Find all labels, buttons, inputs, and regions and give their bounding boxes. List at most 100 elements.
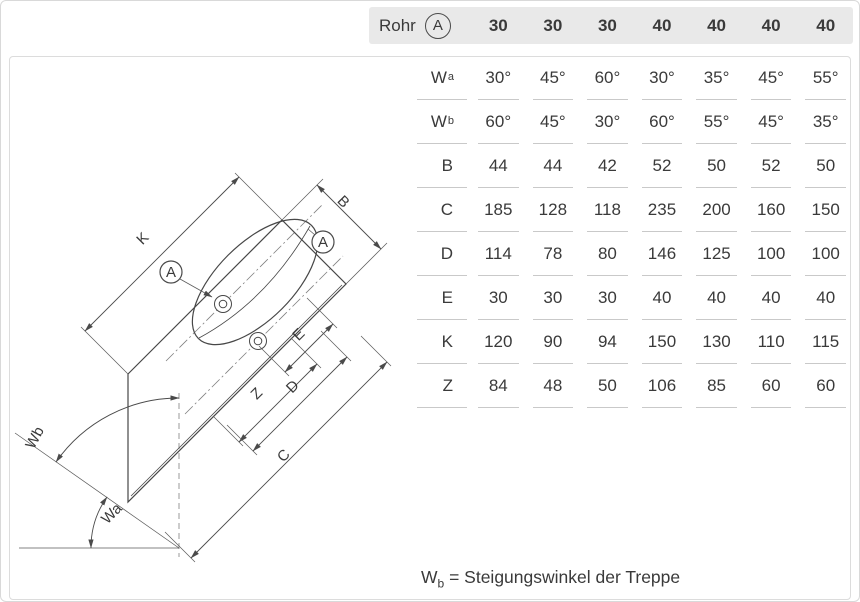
table-cell: 60° <box>587 56 628 100</box>
table-cell: 78 <box>532 232 574 276</box>
table-cell: 30° <box>478 56 519 100</box>
callout-leader <box>307 228 316 236</box>
row-label-c: C <box>417 188 467 232</box>
table-cell: 40 <box>641 276 683 320</box>
header-value: 40 <box>816 15 836 35</box>
dimension-line-B <box>316 184 382 250</box>
tube-callout-circle <box>159 260 183 284</box>
centerline-lower <box>184 255 344 415</box>
dim-label-e: E <box>289 325 308 344</box>
table-cell: 35° <box>805 100 846 144</box>
extension-line <box>80 326 129 375</box>
table-cell: 115 <box>805 320 846 364</box>
tube-symbol-letter: A <box>432 17 443 34</box>
extension-line <box>290 337 322 369</box>
extension-line <box>226 424 258 456</box>
table-cell: 30 <box>587 276 628 320</box>
table-header: Rohr A 30 30 30 40 40 40 40 <box>369 7 853 44</box>
table-cell: 200 <box>696 188 737 232</box>
table-cell: 60 <box>750 364 792 408</box>
tube-callout-circle <box>311 230 335 254</box>
header-value: 30 <box>597 15 617 35</box>
table-cell: 50 <box>587 364 628 408</box>
table-cell: 150 <box>641 320 683 364</box>
dim-label-c: C <box>274 446 294 466</box>
table-cell: 60 <box>805 364 846 408</box>
pitch-line <box>14 432 180 549</box>
header-value: 30 <box>543 15 563 35</box>
table-cell: 128 <box>532 188 574 232</box>
table-cell: 90 <box>532 320 574 364</box>
footnote-symbol-sub: b <box>437 576 445 591</box>
table-cell: 48 <box>532 364 574 408</box>
dim-label-b: B <box>334 192 353 211</box>
table-cell: 235 <box>641 188 683 232</box>
table-cell: 30° <box>587 100 628 144</box>
extension-line <box>320 330 352 362</box>
table-cell: 150 <box>805 188 846 232</box>
table-cell: 40 <box>805 276 846 320</box>
drawing-frame <box>9 56 851 600</box>
table-cell: 44 <box>478 144 519 188</box>
dim-label-k: K <box>133 229 152 248</box>
table-cell: 30 <box>532 276 574 320</box>
table-cell: 45° <box>532 100 574 144</box>
header-value: 30 <box>488 15 508 35</box>
plate-thickness-edge <box>130 284 343 497</box>
table-cell: 44 <box>532 144 574 188</box>
table-cell: 40 <box>696 276 737 320</box>
centerline-upper <box>165 203 324 362</box>
table-cell: 146 <box>641 232 683 276</box>
table-cell: 185 <box>478 188 519 232</box>
header-value: 40 <box>761 15 781 35</box>
table-cell: 35° <box>696 56 737 100</box>
screw-hole-inner <box>218 299 228 309</box>
angle-arc-Wb <box>55 395 180 463</box>
tube-diameter-symbol: A <box>424 12 451 39</box>
extension-line <box>345 242 388 285</box>
table-cell: 52 <box>750 144 792 188</box>
table-cell: 80 <box>587 232 628 276</box>
table-cell: 60° <box>641 100 683 144</box>
table-cell: 50 <box>805 144 846 188</box>
tube-callout-label: A <box>318 234 328 251</box>
extension-line <box>281 178 324 221</box>
row-label-e: E <box>417 276 467 320</box>
table-cell: 114 <box>478 232 519 276</box>
table-cell: 125 <box>696 232 737 276</box>
dimension-line-C <box>190 361 388 559</box>
table-cell: 55° <box>805 56 846 100</box>
saddle-inner-curve <box>198 225 311 339</box>
table-cell: 52 <box>641 144 683 188</box>
row-label-b: B <box>417 144 467 188</box>
table-cell: 42 <box>587 144 628 188</box>
row-label-z: Z <box>417 364 467 408</box>
table-cell: 85 <box>696 364 737 408</box>
table-cell: 110 <box>750 320 792 364</box>
table-cell: 100 <box>805 232 846 276</box>
footnote-symbol: W <box>421 567 438 587</box>
extension-line <box>258 345 290 377</box>
table-cell: 50 <box>696 144 737 188</box>
extension-line <box>306 297 338 329</box>
table-cell: 45° <box>750 56 792 100</box>
row-label-k: K <box>417 320 467 364</box>
dimension-line-K <box>84 176 240 332</box>
table-cell: 160 <box>750 188 792 232</box>
extension-line <box>360 335 392 367</box>
table-cell: 45° <box>532 56 574 100</box>
table-cell: 100 <box>750 232 792 276</box>
table-cell: 55° <box>696 100 737 144</box>
extension-line <box>164 531 196 563</box>
table-cell: 94 <box>587 320 628 364</box>
table-cell: 118 <box>587 188 628 232</box>
footnote: Wb = Steigungswinkel der Treppe <box>421 567 680 591</box>
angle-label-wb: Wb <box>22 424 48 452</box>
extension-line <box>234 172 283 221</box>
dimension-line-D <box>252 356 348 452</box>
table-cell: 30° <box>641 56 683 100</box>
table-cell: 84 <box>478 364 519 408</box>
dim-label-d: D <box>283 377 303 397</box>
